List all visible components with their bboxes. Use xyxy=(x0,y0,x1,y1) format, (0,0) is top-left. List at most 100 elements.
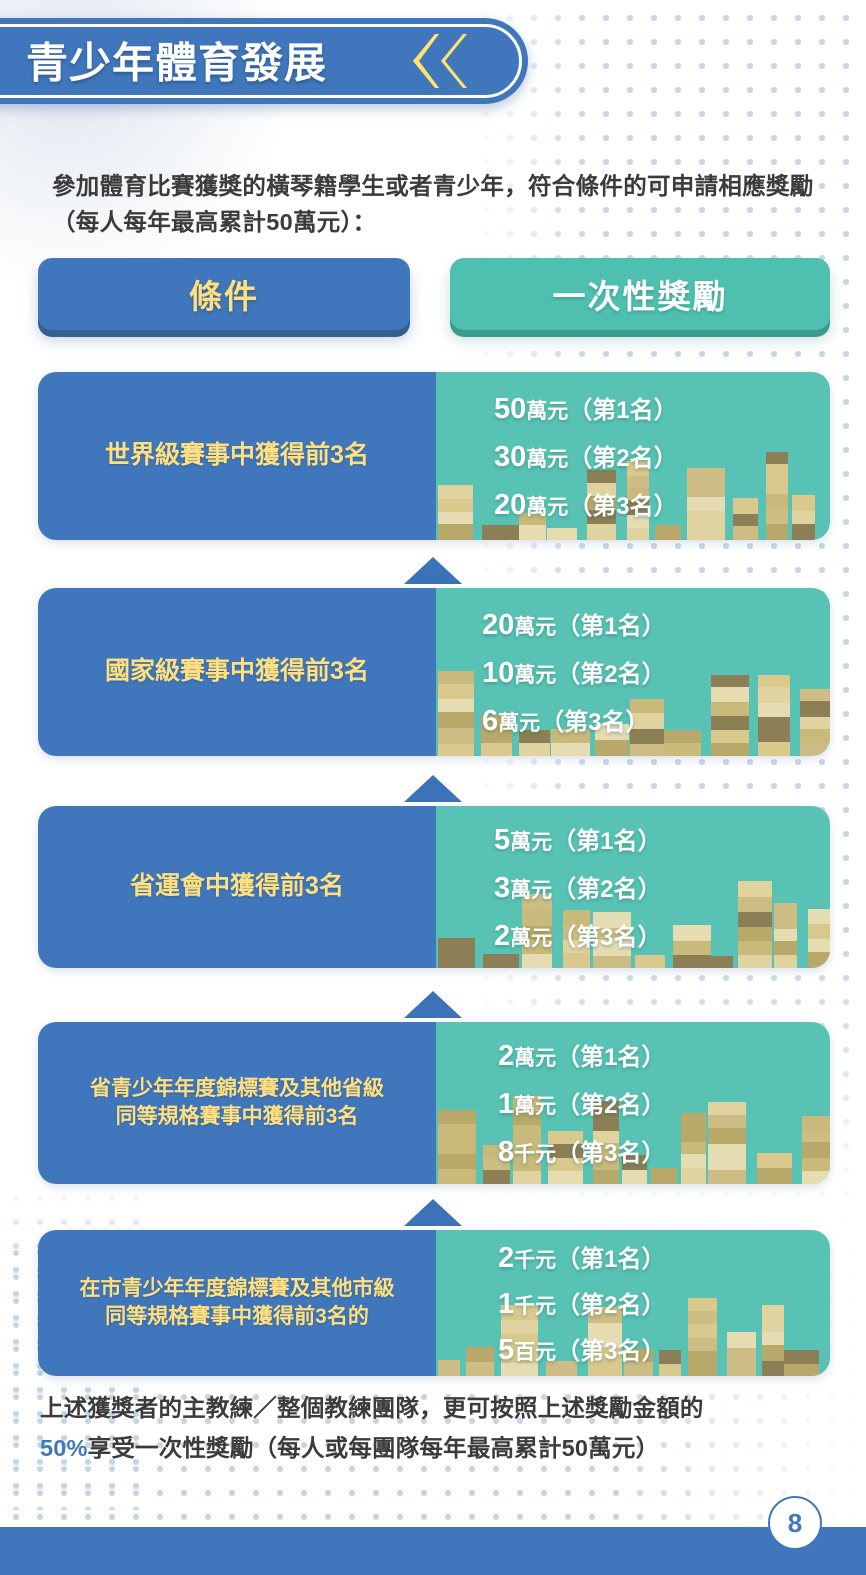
row-award-cell: 2萬元（第1名）1萬元（第2名）8千元（第3名） xyxy=(436,1022,830,1184)
award-unit: 萬元 xyxy=(526,400,569,423)
footer-percent-value: 50% xyxy=(40,1435,88,1461)
footer-line-1: 上述獲獎者的主教練／整個教練團隊，更可按照上述獎勵金額的 xyxy=(40,1395,704,1421)
award-rank: （第1名） xyxy=(568,397,678,424)
award-amount-line-1: 5萬元（第1名） xyxy=(494,821,830,857)
award-unit: 萬元 xyxy=(514,664,557,687)
row-connector-arrow xyxy=(404,991,462,1018)
header-banner: 青少年體育發展 xyxy=(0,18,528,104)
award-amount: 5 xyxy=(494,824,511,856)
footer-note: 上述獲獎者的主教練／整個教練團隊，更可按照上述獎勵金額的 50%享受一次性獎勵（… xyxy=(40,1388,840,1468)
award-amount-line-3: 5百元（第3名） xyxy=(498,1331,830,1367)
award-unit: 百元 xyxy=(514,1341,557,1364)
award-amount: 1 xyxy=(498,1088,515,1120)
award-amount: 20 xyxy=(482,609,515,641)
award-amount: 50 xyxy=(494,393,527,425)
award-amount: 2 xyxy=(494,920,511,952)
award-rank: （第2名） xyxy=(556,1292,666,1319)
award-unit: 千元 xyxy=(514,1143,557,1166)
footer-line-2: 享受一次性獎勵（每人或每團隊每年最高累計50萬元） xyxy=(87,1435,660,1461)
row-condition-cell: 省運會中獲得前3名 xyxy=(38,806,436,968)
intro-paragraph: 參加體育比賽獲獎的橫琴籍學生或者青少年，符合條件的可申請相應獎勵（每人每年最高累… xyxy=(52,173,814,235)
row-award-cell: 2千元（第1名）1千元（第2名）5百元（第3名） xyxy=(436,1230,830,1376)
award-rank: （第1名） xyxy=(556,1246,666,1273)
award-amount-line-3: 2萬元（第3名） xyxy=(494,917,830,953)
award-amount: 3 xyxy=(494,872,511,904)
bottom-bar xyxy=(0,1527,866,1575)
award-amount: 5 xyxy=(498,1334,515,1366)
award-amount-line-1: 2千元（第1名） xyxy=(498,1239,830,1275)
award-amount: 10 xyxy=(482,657,515,689)
award-unit: 萬元 xyxy=(526,448,569,471)
award-unit: 萬元 xyxy=(510,831,553,854)
award-amount: 6 xyxy=(482,705,499,737)
page-number-badge: 8 xyxy=(768,1496,822,1550)
award-amount: 2 xyxy=(498,1040,515,1072)
award-amount-line-2: 1萬元（第2名） xyxy=(498,1085,830,1121)
award-unit: 萬元 xyxy=(526,496,569,519)
row-condition-cell: 省青少年年度錦標賽及其他省級同等規格賽事中獲得前3名 xyxy=(38,1022,436,1184)
award-amount: 8 xyxy=(498,1136,515,1168)
award-amount-line-2: 3萬元（第2名） xyxy=(494,869,830,905)
award-rank: （第2名） xyxy=(552,876,662,903)
award-rank: （第1名） xyxy=(556,1044,666,1071)
coin-stack-graphic xyxy=(436,1230,830,1376)
award-unit: 萬元 xyxy=(498,712,541,735)
chevron-left-icon-1 xyxy=(413,34,439,88)
award-amount-line-1: 50萬元（第1名） xyxy=(494,390,830,426)
row-connector-arrow xyxy=(404,1199,462,1226)
row-condition-cell: 世界級賽事中獲得前3名 xyxy=(38,372,436,540)
award-unit: 萬元 xyxy=(510,879,553,902)
column-header-condition: 條件 xyxy=(38,258,410,330)
award-rank: （第3名） xyxy=(556,1338,666,1365)
award-amount-line-2: 30萬元（第2名） xyxy=(494,438,830,474)
award-amount-line-1: 2萬元（第1名） xyxy=(498,1037,830,1073)
row-condition-text: 省運會中獲得前3名 xyxy=(130,872,344,901)
row-award-cell: 20萬元（第1名）10萬元（第2名）6萬元（第3名） xyxy=(436,588,830,756)
chevron-left-icon-2 xyxy=(441,34,467,88)
award-unit: 萬元 xyxy=(514,1095,557,1118)
award-rank: （第2名） xyxy=(556,661,666,688)
coin-stack-graphic xyxy=(436,372,830,540)
award-amount: 2 xyxy=(498,1242,515,1274)
row-condition-text: 省青少年年度錦標賽及其他省級同等規格賽事中獲得前3名 xyxy=(90,1076,384,1128)
award-unit: 萬元 xyxy=(514,616,557,639)
coin-stack-graphic xyxy=(436,588,830,756)
award-unit: 萬元 xyxy=(510,927,553,950)
award-amount-line-1: 20萬元（第1名） xyxy=(482,606,830,642)
award-rank: （第1名） xyxy=(552,828,662,855)
award-amount: 20 xyxy=(494,489,527,521)
award-amount-line-2: 10萬元（第2名） xyxy=(482,654,830,690)
column-header-award: 一次性獎勵 xyxy=(450,258,830,330)
row-connector-arrow xyxy=(404,775,462,802)
award-unit: 萬元 xyxy=(514,1047,557,1070)
award-rank: （第3名） xyxy=(556,1140,666,1167)
award-rank: （第2名） xyxy=(556,1092,666,1119)
award-rank: （第3名） xyxy=(540,709,650,736)
award-amount: 1 xyxy=(498,1288,515,1320)
row-connector-arrow xyxy=(404,557,462,584)
row-condition-text: 世界級賽事中獲得前3名 xyxy=(105,441,369,470)
award-rank: （第1名） xyxy=(556,613,666,640)
award-unit: 千元 xyxy=(514,1295,557,1318)
row-condition-cell: 國家級賽事中獲得前3名 xyxy=(38,588,436,756)
award-amount: 30 xyxy=(494,441,527,473)
award-rank: （第2名） xyxy=(568,445,678,472)
row-condition-text: 國家級賽事中獲得前3名 xyxy=(105,657,369,686)
page-title: 青少年體育發展 xyxy=(26,39,328,87)
row-condition-cell: 在市青少年年度錦標賽及其他市級同等規格賽事中獲得前3名的 xyxy=(38,1230,436,1376)
coin-stack-graphic xyxy=(436,806,830,968)
award-amount-line-3: 8千元（第3名） xyxy=(498,1133,830,1169)
row-condition-text: 在市青少年年度錦標賽及其他市級同等規格賽事中獲得前3名的 xyxy=(79,1276,395,1328)
coin-stack-graphic xyxy=(436,1022,830,1184)
row-award-cell: 5萬元（第1名）3萬元（第2名）2萬元（第3名） xyxy=(436,806,830,968)
award-amount-line-2: 1千元（第2名） xyxy=(498,1285,830,1321)
award-rank: （第3名） xyxy=(552,924,662,951)
award-unit: 千元 xyxy=(514,1249,557,1272)
award-rank: （第3名） xyxy=(568,493,678,520)
row-award-cell: 50萬元（第1名）30萬元（第2名）20萬元（第3名） xyxy=(436,372,830,540)
